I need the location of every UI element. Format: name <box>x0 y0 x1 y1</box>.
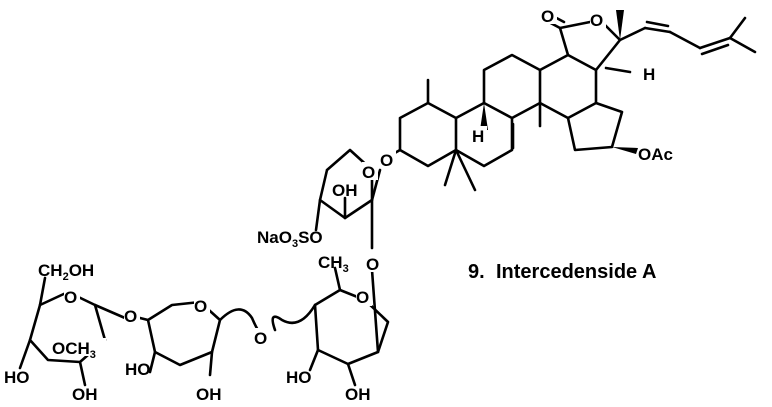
qui-wavy-link <box>271 303 317 332</box>
glucose-ring-oxygen: O <box>64 288 77 307</box>
side-chain-6 <box>728 36 757 54</box>
xyl-c4-o <box>314 198 322 232</box>
quinovose-link-oxygen: O <box>366 255 379 274</box>
lactone-oxygen: O <box>541 7 554 26</box>
glycosidic-oxygen-2: O <box>254 329 267 348</box>
methyl-c20-wedge <box>616 10 624 40</box>
ring-e <box>566 101 624 152</box>
side-chain-4b <box>700 43 730 56</box>
qui-c2-link <box>370 268 380 354</box>
side-chain-2b <box>645 20 670 28</box>
xyl2-ho-bond <box>148 350 157 374</box>
xylose-ring-oxygen: O <box>362 163 375 182</box>
c3-oxygen-label: O <box>380 151 393 170</box>
xyl-c1-o <box>370 168 382 202</box>
h-c17-bond <box>604 66 632 74</box>
qui-c6 <box>333 266 342 292</box>
glucose-oh-label: OH <box>72 385 98 404</box>
oac-label: OAc <box>638 145 673 164</box>
ring-c <box>482 53 542 120</box>
h-c9-wedge <box>480 103 488 130</box>
compound-number: 9. <box>468 261 485 283</box>
compound-name: Intercedenside A <box>496 261 656 283</box>
glucose-ho-label: HO <box>4 368 30 387</box>
xylose-2-ring <box>146 300 222 367</box>
atom-labels: O O H OAc H O O OH NaO3SO O CH3 O CH2OH … <box>4 6 673 404</box>
gem-dimethyl-1 <box>443 148 458 187</box>
glc-oh-bond <box>78 360 87 387</box>
ch2oh-label: CH2OH <box>38 261 94 283</box>
glc-c6 <box>38 276 47 307</box>
side-chain-3 <box>668 30 702 50</box>
side-chain-4 <box>698 36 732 50</box>
h-c9-label: H <box>472 127 484 146</box>
ring-d <box>538 53 598 120</box>
glycosidic-oxygen-1: O <box>124 307 137 326</box>
gem-dimethyl-2 <box>454 148 477 192</box>
quinovose-ring <box>313 288 390 366</box>
ch3-quinovose-label: CH3 <box>318 253 349 275</box>
quinovose-oh-label: OH <box>345 385 371 404</box>
glc-c1-o <box>93 303 127 320</box>
aglycone <box>384 10 757 192</box>
quinovose-ring-oxygen: O <box>356 288 369 307</box>
h-c17-label: H <box>643 65 655 84</box>
glc-ho-bond <box>18 338 32 370</box>
xyl2-oh-bond <box>208 350 214 377</box>
oac-wedge <box>612 147 638 154</box>
quinovose-ho-label: HO <box>286 368 312 387</box>
quinovose <box>271 266 390 387</box>
xylose-2-ring-oxygen: O <box>194 297 207 316</box>
xylose-2-ho-label: HO <box>125 360 151 379</box>
side-chain-1 <box>618 26 647 42</box>
och3-label: OCH3 <box>52 339 96 361</box>
qui-oh-bond <box>346 362 357 387</box>
qui-ho-bond <box>308 348 320 372</box>
ring-a <box>398 101 458 168</box>
lactone-ring-oxygen: O <box>590 11 603 30</box>
xyl2-c4-o <box>138 316 150 322</box>
side-chain-2 <box>643 26 672 34</box>
xylose-oh-label: OH <box>332 181 358 200</box>
xylose-2-oh-label: OH <box>196 385 222 404</box>
xylose-sulfate <box>314 148 382 250</box>
naso3-label: NaO3SO <box>257 228 323 250</box>
side-chain-5 <box>728 16 747 40</box>
